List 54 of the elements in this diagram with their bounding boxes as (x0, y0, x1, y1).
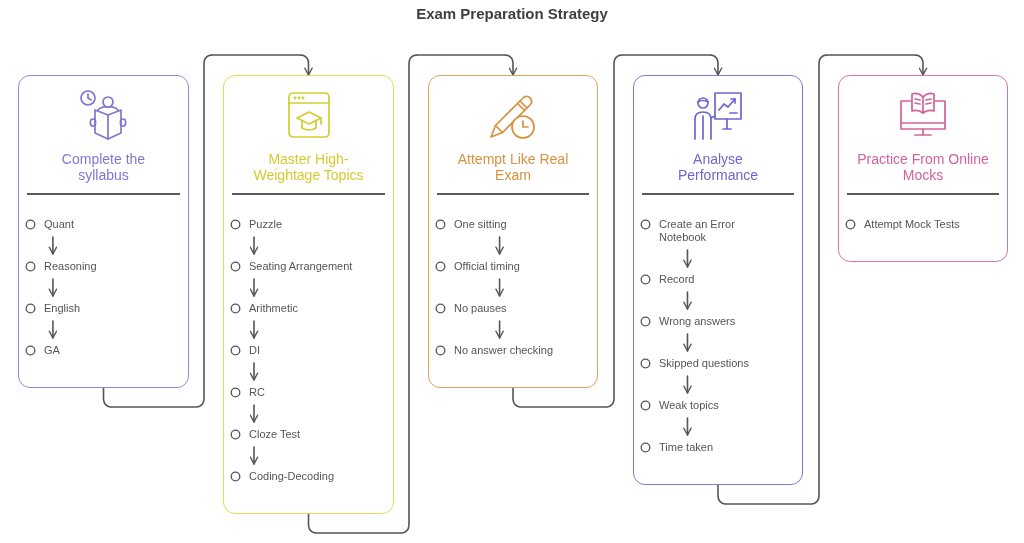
list-item-text: Create an Error Notebook (659, 218, 736, 244)
list-item-text: Arithmetic (249, 302, 298, 315)
step-heading: Attempt Like Real Exam (456, 151, 570, 183)
list-item-text: Quant (44, 218, 74, 231)
step-card (223, 75, 394, 514)
step-heading: Practice From Online Mocks (856, 151, 990, 183)
down-arrow (683, 375, 692, 394)
step-card (633, 75, 803, 485)
down-arrow (48, 236, 58, 255)
down-arrow (48, 320, 58, 339)
down-arrow (495, 236, 504, 255)
connector-arrow (307, 54, 518, 534)
step-card (428, 75, 598, 388)
down-arrow (495, 320, 504, 339)
step-heading: Complete the syllabus (60, 151, 147, 183)
list-item-text: Official timing (454, 260, 520, 273)
list-item-text: No answer checking (454, 344, 554, 357)
list-item-text: RC (249, 386, 265, 399)
down-arrow (683, 291, 692, 310)
list-item-text: Record (659, 273, 695, 286)
down-arrow (683, 333, 692, 352)
down-arrow (249, 362, 259, 381)
list-item-text: Puzzle (249, 218, 283, 231)
list-item-text: One sitting (454, 218, 507, 231)
list-item-text: Skipped questions (659, 357, 749, 370)
list-item-text: Reasoning (44, 260, 97, 273)
down-arrow (249, 404, 259, 423)
down-arrow (249, 236, 259, 255)
list-item-text: DI (249, 344, 260, 357)
list-item-text: No pauses (454, 302, 507, 315)
step-card (18, 75, 189, 388)
down-arrow (683, 249, 692, 268)
down-arrow (249, 278, 259, 297)
step-heading: Master High-Weightage Topics (252, 151, 365, 183)
list-item-text: Weak topics (659, 399, 719, 412)
list-item-text: Time taken (659, 441, 713, 454)
down-arrow (495, 278, 504, 297)
list-item-text: Cloze Test (249, 428, 301, 441)
list-item-text: Attempt Mock Tests (864, 218, 960, 231)
down-arrow (249, 320, 259, 339)
connector-arrow (512, 54, 723, 408)
connector-arrow (717, 54, 928, 505)
diagram-title: Exam Preparation Strategy (416, 5, 608, 23)
list-item-text: Coding-Decoding (249, 470, 334, 483)
connector-arrow (102, 54, 313, 408)
step-heading: Analyse Performance (676, 151, 760, 183)
down-arrow (48, 278, 58, 297)
step-card (838, 75, 1008, 262)
down-arrow (683, 417, 692, 436)
list-item-text: Wrong answers (659, 315, 736, 328)
down-arrow (249, 446, 259, 465)
list-item-text: English (44, 302, 81, 315)
list-item-text: Seating Arrangement (249, 260, 353, 273)
list-item-text: GA (44, 344, 60, 357)
